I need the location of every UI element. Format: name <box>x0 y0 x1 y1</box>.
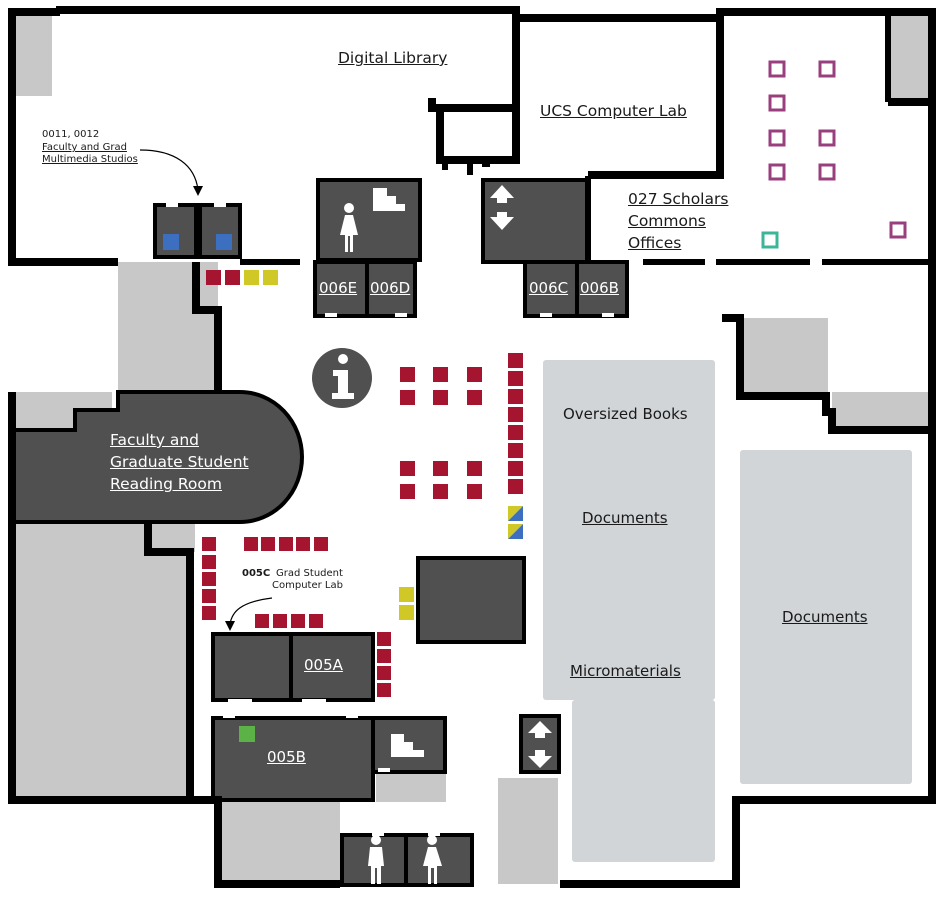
restroom-women-icon <box>423 835 442 884</box>
callout-005c-text: Grad Student Computer Lab <box>272 568 343 592</box>
studios-line-2: Multimedia Studios <box>42 154 138 165</box>
elevator-icon <box>528 721 552 768</box>
area-label-documents-center: Documents <box>582 509 668 527</box>
room-label-005A: 005A <box>304 656 343 674</box>
room-label-005B: 005B <box>267 748 306 766</box>
area-label-documents-right: Documents <box>782 608 868 626</box>
room-label-ucs-lab: UCS Computer Lab <box>540 102 687 120</box>
restroom-men-icon <box>368 835 384 884</box>
info-icon <box>312 348 372 408</box>
room-label-006D: 006D <box>370 279 411 297</box>
area-label-micromaterials: Micromaterials <box>570 662 681 680</box>
interior-walls <box>145 12 932 552</box>
reading-line-1: Faculty and <box>110 431 199 449</box>
callout-studios-number: 0011, 0012 <box>42 129 100 140</box>
seats-other <box>163 234 523 742</box>
walls <box>8 6 936 888</box>
room-label-digital-library: Digital Library <box>338 49 448 67</box>
studios-line-1: Faculty and Grad <box>42 142 127 153</box>
lab-005c-line-1: Grad Student <box>276 568 343 579</box>
lab-005c-line-2: Computer Lab <box>272 580 343 591</box>
stairs-icon <box>373 188 405 211</box>
light-areas <box>12 12 933 884</box>
scholars-line-2: Commons <box>628 212 706 230</box>
elevator-icon <box>490 185 514 230</box>
room-label-006E: 006E <box>319 279 358 297</box>
reading-line-2: Graduate Student <box>110 453 249 471</box>
scholars-line-1: 027 Scholars <box>628 190 729 208</box>
area-label-oversized-books: Oversized Books <box>563 405 688 423</box>
room-label-scholars-commons: 027 Scholars Commons Offices <box>628 188 728 254</box>
stairs-icon <box>391 734 424 757</box>
door-marks <box>166 203 614 836</box>
room-label-006C: 006C <box>529 279 569 297</box>
shelving-areas <box>543 360 912 862</box>
callout-studios-name: Faculty and Grad Multimedia Studios <box>42 142 138 166</box>
dark-rooms <box>153 178 629 887</box>
restroom-women-icon <box>340 203 358 252</box>
room-label-006B: 006B <box>580 279 619 297</box>
room-label-reading-room: Faculty and Graduate Student Reading Roo… <box>110 429 249 495</box>
office-markers <box>761 60 907 249</box>
reading-room-shape <box>10 390 304 524</box>
scholars-line-3: Offices <box>628 234 682 252</box>
reading-line-3: Reading Room <box>110 475 222 493</box>
seats-red <box>202 270 523 697</box>
callout-005c-code: 005C <box>242 568 271 579</box>
callout-arrowheads <box>193 186 235 631</box>
